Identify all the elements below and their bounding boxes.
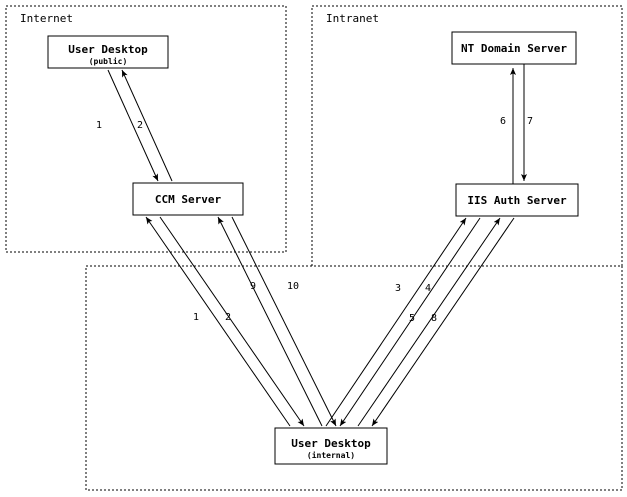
node-iis-auth-server[interactable]: IIS Auth Server [455, 183, 579, 217]
node-user-desktop-public-box[interactable] [47, 35, 169, 69]
node-user-desktop-internal-title: User Desktop [291, 437, 371, 450]
edge-line-flow-1 [107, 69, 159, 182]
node-user-desktop-public[interactable]: User Desktop (public) [47, 35, 169, 69]
flow-label-7: 7 [527, 116, 533, 127]
zone-internet-label: Internet [20, 12, 73, 25]
zone-internet: Internet [5, 5, 287, 253]
edge-line-flow-5 [357, 217, 501, 427]
edge-line-flow-3 [325, 217, 467, 427]
flow-label-10: 10 [287, 281, 299, 292]
flow-label-5: 5 [409, 313, 415, 324]
edge-line-flow-10 [231, 216, 337, 427]
node-user-desktop-internal-subtitle: (internal) [307, 450, 355, 460]
flow-label-1b: 1 [193, 312, 199, 323]
edge-line-flow-2 [121, 69, 173, 182]
edge-internal-desktop-ccm-right: 9 10 [217, 216, 337, 427]
node-user-desktop-internal[interactable]: User Desktop (internal) [274, 427, 388, 465]
node-ccm-server-title: CCM Server [155, 193, 222, 206]
flow-label-4: 4 [425, 283, 431, 294]
edge-line-flow-4 [339, 217, 481, 427]
node-user-desktop-internal-box[interactable] [274, 427, 388, 465]
edge-line-flow-9 [217, 216, 323, 427]
edge-line-flow-8 [371, 217, 515, 427]
flow-label-2b: 2 [225, 312, 231, 323]
node-user-desktop-public-title: User Desktop [68, 43, 148, 56]
node-user-desktop-public-subtitle: (public) [89, 56, 128, 66]
flow-label-3: 3 [395, 283, 401, 294]
flow-label-8: 8 [431, 313, 437, 324]
edge-internal-desktop-ccm-left: 1 2 [145, 216, 305, 427]
node-ccm-server-box[interactable] [132, 182, 244, 216]
zone-internal-lan-border [85, 265, 623, 491]
zone-internet-border [5, 5, 287, 253]
node-nt-domain-server[interactable]: NT Domain Server [451, 31, 577, 65]
node-iis-auth-server-title: IIS Auth Server [467, 194, 567, 207]
flow-label-9: 9 [250, 281, 256, 292]
node-iis-auth-server-box[interactable] [455, 183, 579, 217]
flow-label-6: 6 [500, 116, 506, 127]
edge-iis-nt-domain: 6 7 [500, 64, 533, 184]
edge-line-flow-1b [145, 216, 291, 427]
node-nt-domain-server-box[interactable] [451, 31, 577, 65]
edge-public-desktop-ccm: 1 2 [96, 69, 173, 182]
flow-label-2: 2 [137, 120, 143, 131]
flow-label-1: 1 [96, 120, 102, 131]
edge-internal-desktop-iis-inner: 5 8 [357, 217, 515, 427]
node-ccm-server[interactable]: CCM Server [132, 182, 244, 216]
node-nt-domain-server-title: NT Domain Server [461, 42, 567, 55]
zone-internal-lan [85, 265, 623, 491]
zone-intranet-label: Intranet [326, 12, 379, 25]
edge-internal-desktop-iis-outer: 3 4 [325, 217, 481, 427]
edge-line-flow-2b [159, 216, 305, 427]
